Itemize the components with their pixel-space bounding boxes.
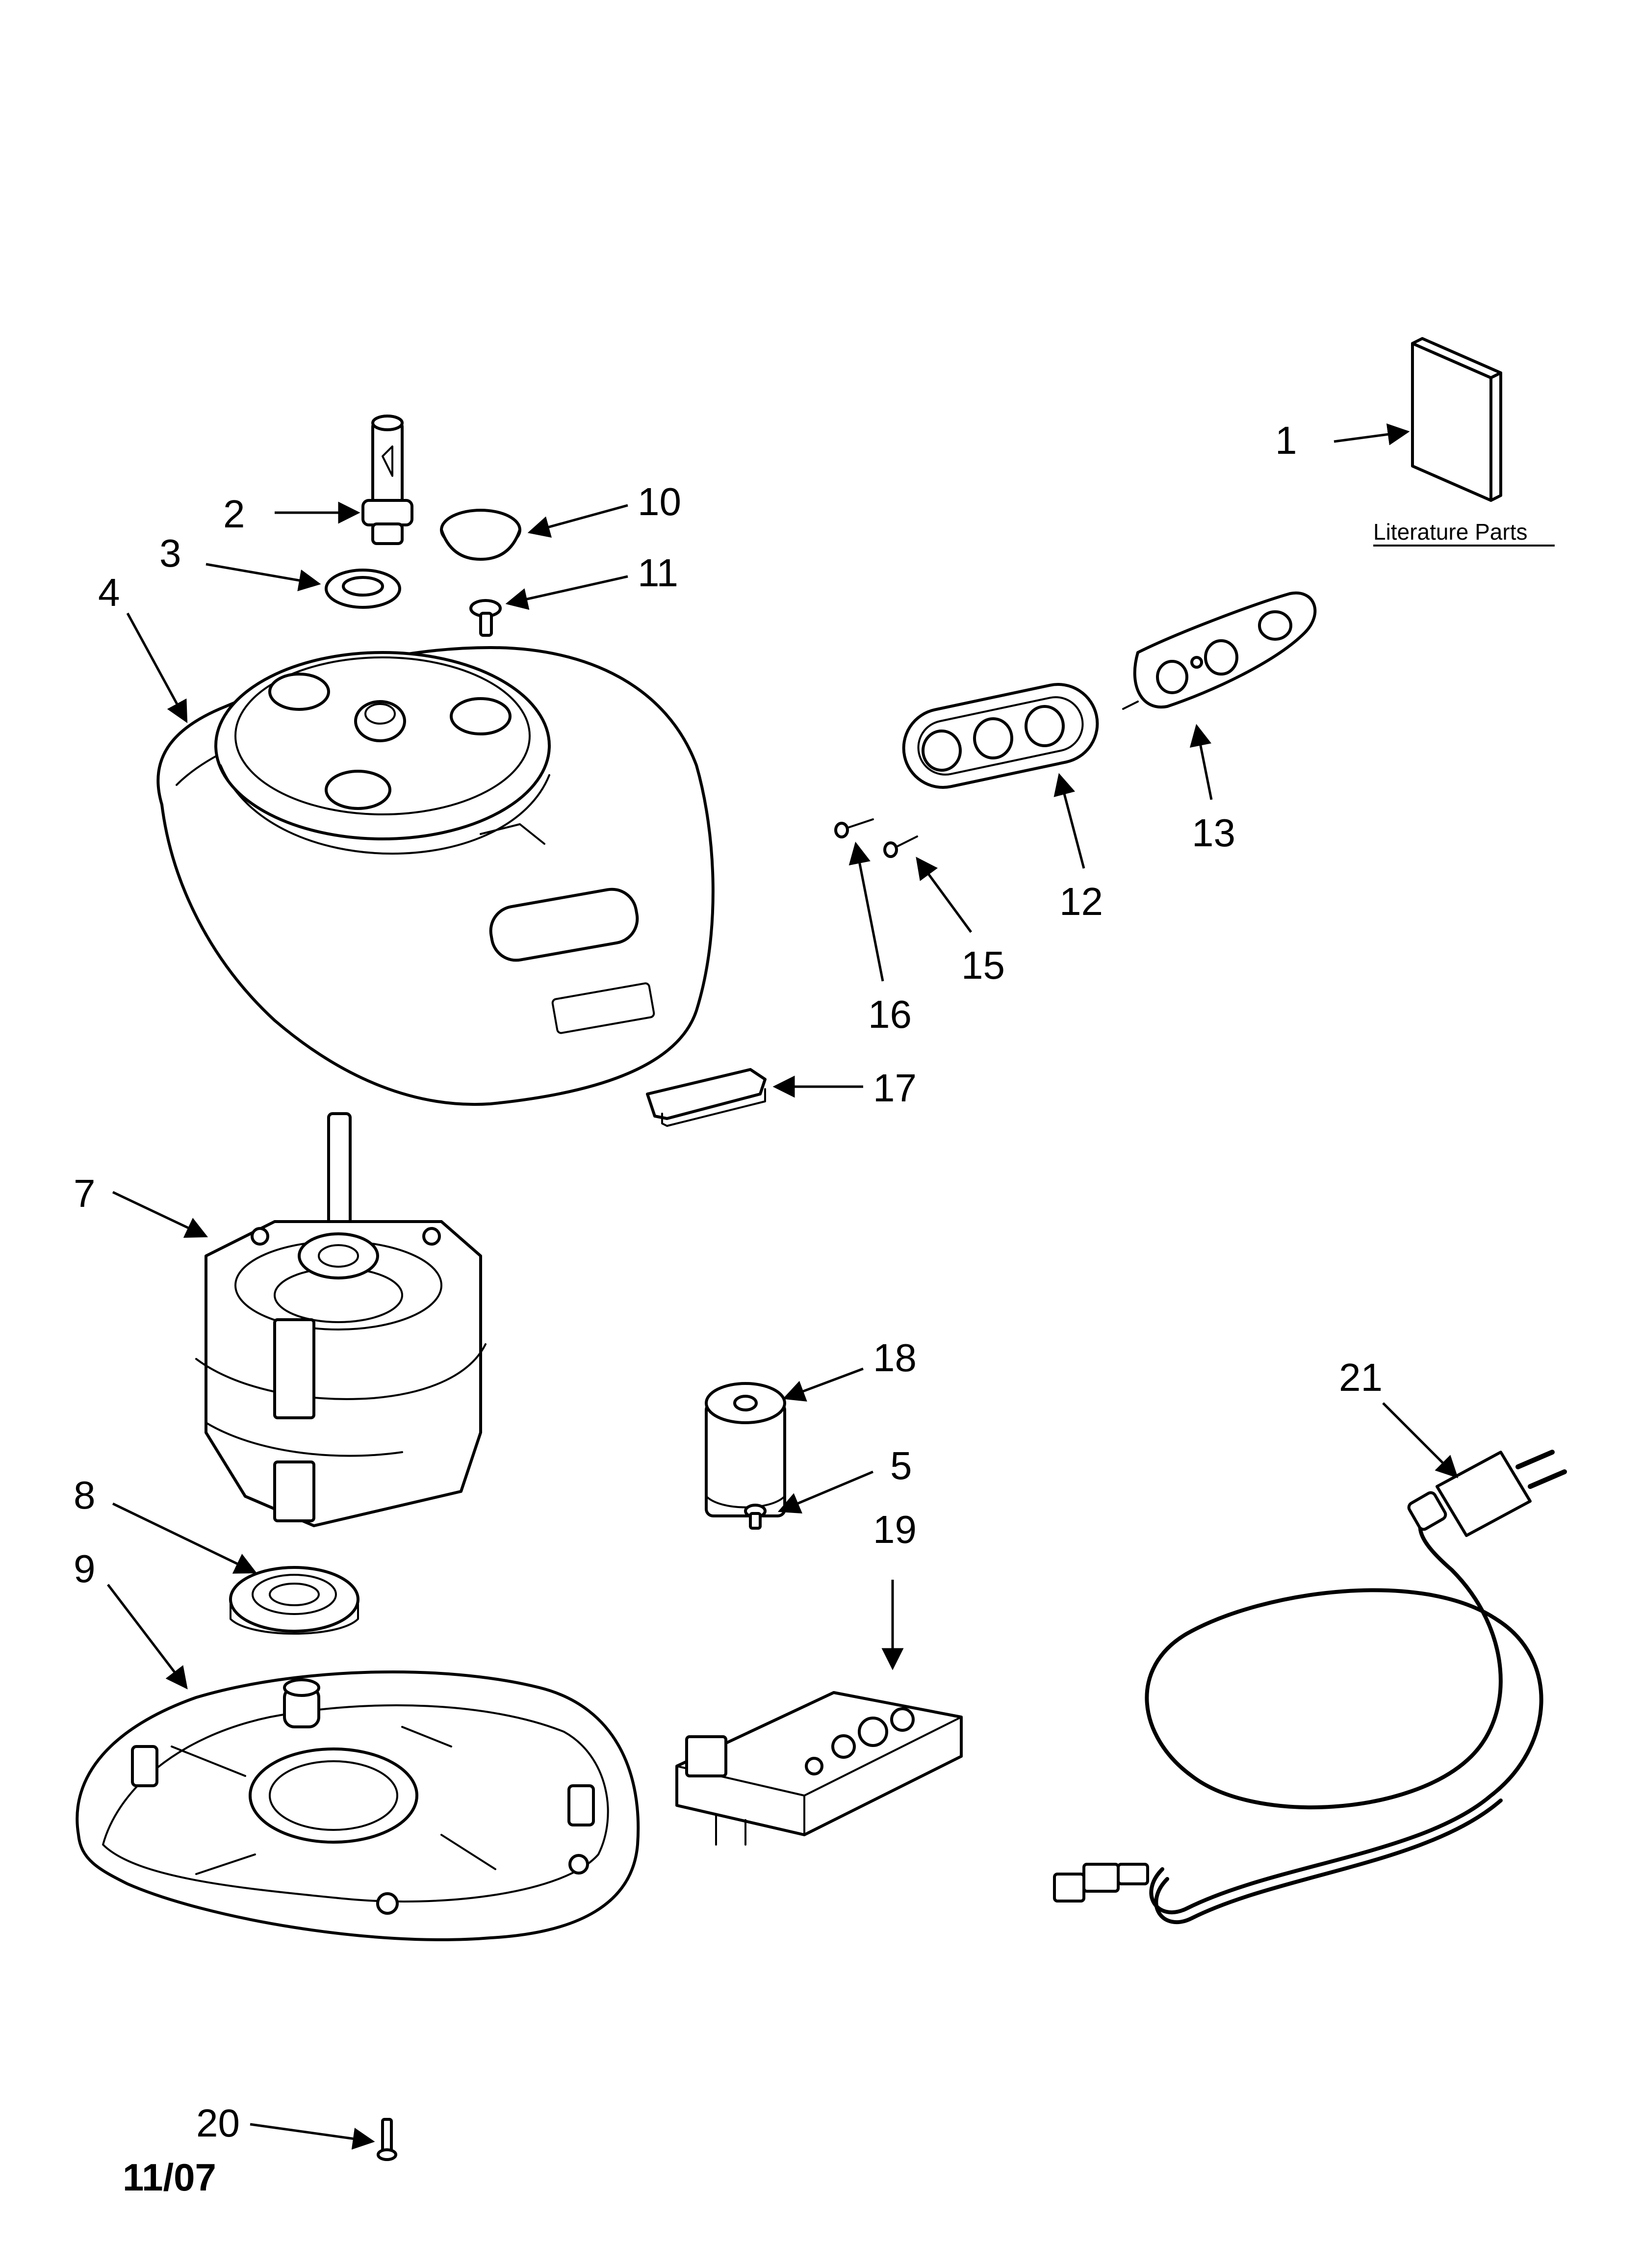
callout-7: 7: [74, 1172, 96, 1215]
callout-10: 10: [638, 480, 681, 523]
callout-19: 19: [873, 1508, 917, 1551]
callout-18: 18: [873, 1336, 917, 1380]
arrow-12: [1053, 773, 1085, 869]
arrow-4: [126, 612, 188, 723]
part-16-screw: [834, 818, 874, 838]
part-15-screw: [883, 835, 918, 858]
part-12-gasket: [902, 683, 1099, 789]
callout-12: 12: [1059, 880, 1103, 923]
arrow-16: [848, 841, 884, 982]
callout-5: 5: [890, 1444, 912, 1487]
arrow-18: [782, 1367, 864, 1402]
arrow-15: [916, 857, 973, 933]
part-9-base: [76, 1670, 640, 1941]
part-2-shaft: [361, 415, 413, 545]
arrow-10: [527, 504, 628, 538]
callout-20: 20: [196, 2101, 240, 2145]
part-10-cap: [440, 509, 521, 561]
callout-16: 16: [868, 992, 912, 1036]
arrow-1: [1334, 423, 1410, 445]
callout-3: 3: [159, 531, 181, 575]
part-13-plate: [1122, 591, 1317, 710]
arrow-9: [107, 1584, 188, 1690]
arrow-3: [205, 563, 321, 592]
callout-labels: 1 2 3 4 10 11 12 13 15 16 17 7 8 9 20 18…: [74, 418, 1383, 2145]
callout-11: 11: [638, 551, 678, 595]
part-17-nameplate: [646, 1068, 767, 1127]
part-4-housing: [156, 646, 715, 1106]
part-5-screw: [744, 1504, 767, 1530]
part-11-screw: [469, 599, 502, 637]
callout-13: 13: [1192, 811, 1235, 855]
arrow-13: [1189, 724, 1213, 800]
arrow-11: [505, 575, 628, 610]
callout-17: 17: [873, 1066, 917, 1110]
arrow-21: [1382, 1402, 1459, 1479]
callout-15: 15: [961, 943, 1005, 987]
arrow-20: [250, 2123, 375, 2150]
callout-arrows: [107, 423, 1459, 2150]
part-7-motor: [195, 1112, 487, 1527]
callout-1: 1: [1275, 418, 1297, 462]
part-19-switch: [675, 1691, 963, 1846]
callout-9: 9: [74, 1547, 96, 1590]
part-21-power-cord: [1053, 1450, 1567, 1924]
callout-2: 2: [223, 492, 245, 536]
callout-8: 8: [74, 1473, 96, 1517]
arrow-7: [112, 1191, 208, 1238]
arrow-5: [777, 1470, 873, 1514]
literature-parts-label: Literature Parts: [1373, 519, 1527, 545]
date-code: 11/07: [123, 2156, 216, 2199]
callout-4: 4: [98, 571, 120, 614]
callout-21: 21: [1339, 1356, 1383, 1399]
arrow-8: [112, 1502, 257, 1574]
part-8-grommet: [229, 1566, 359, 1635]
part-20-screw: [377, 2118, 397, 2161]
part-18-component: [705, 1382, 786, 1517]
part-3-seal: [325, 569, 401, 609]
part-1-literature: [1411, 337, 1502, 502]
